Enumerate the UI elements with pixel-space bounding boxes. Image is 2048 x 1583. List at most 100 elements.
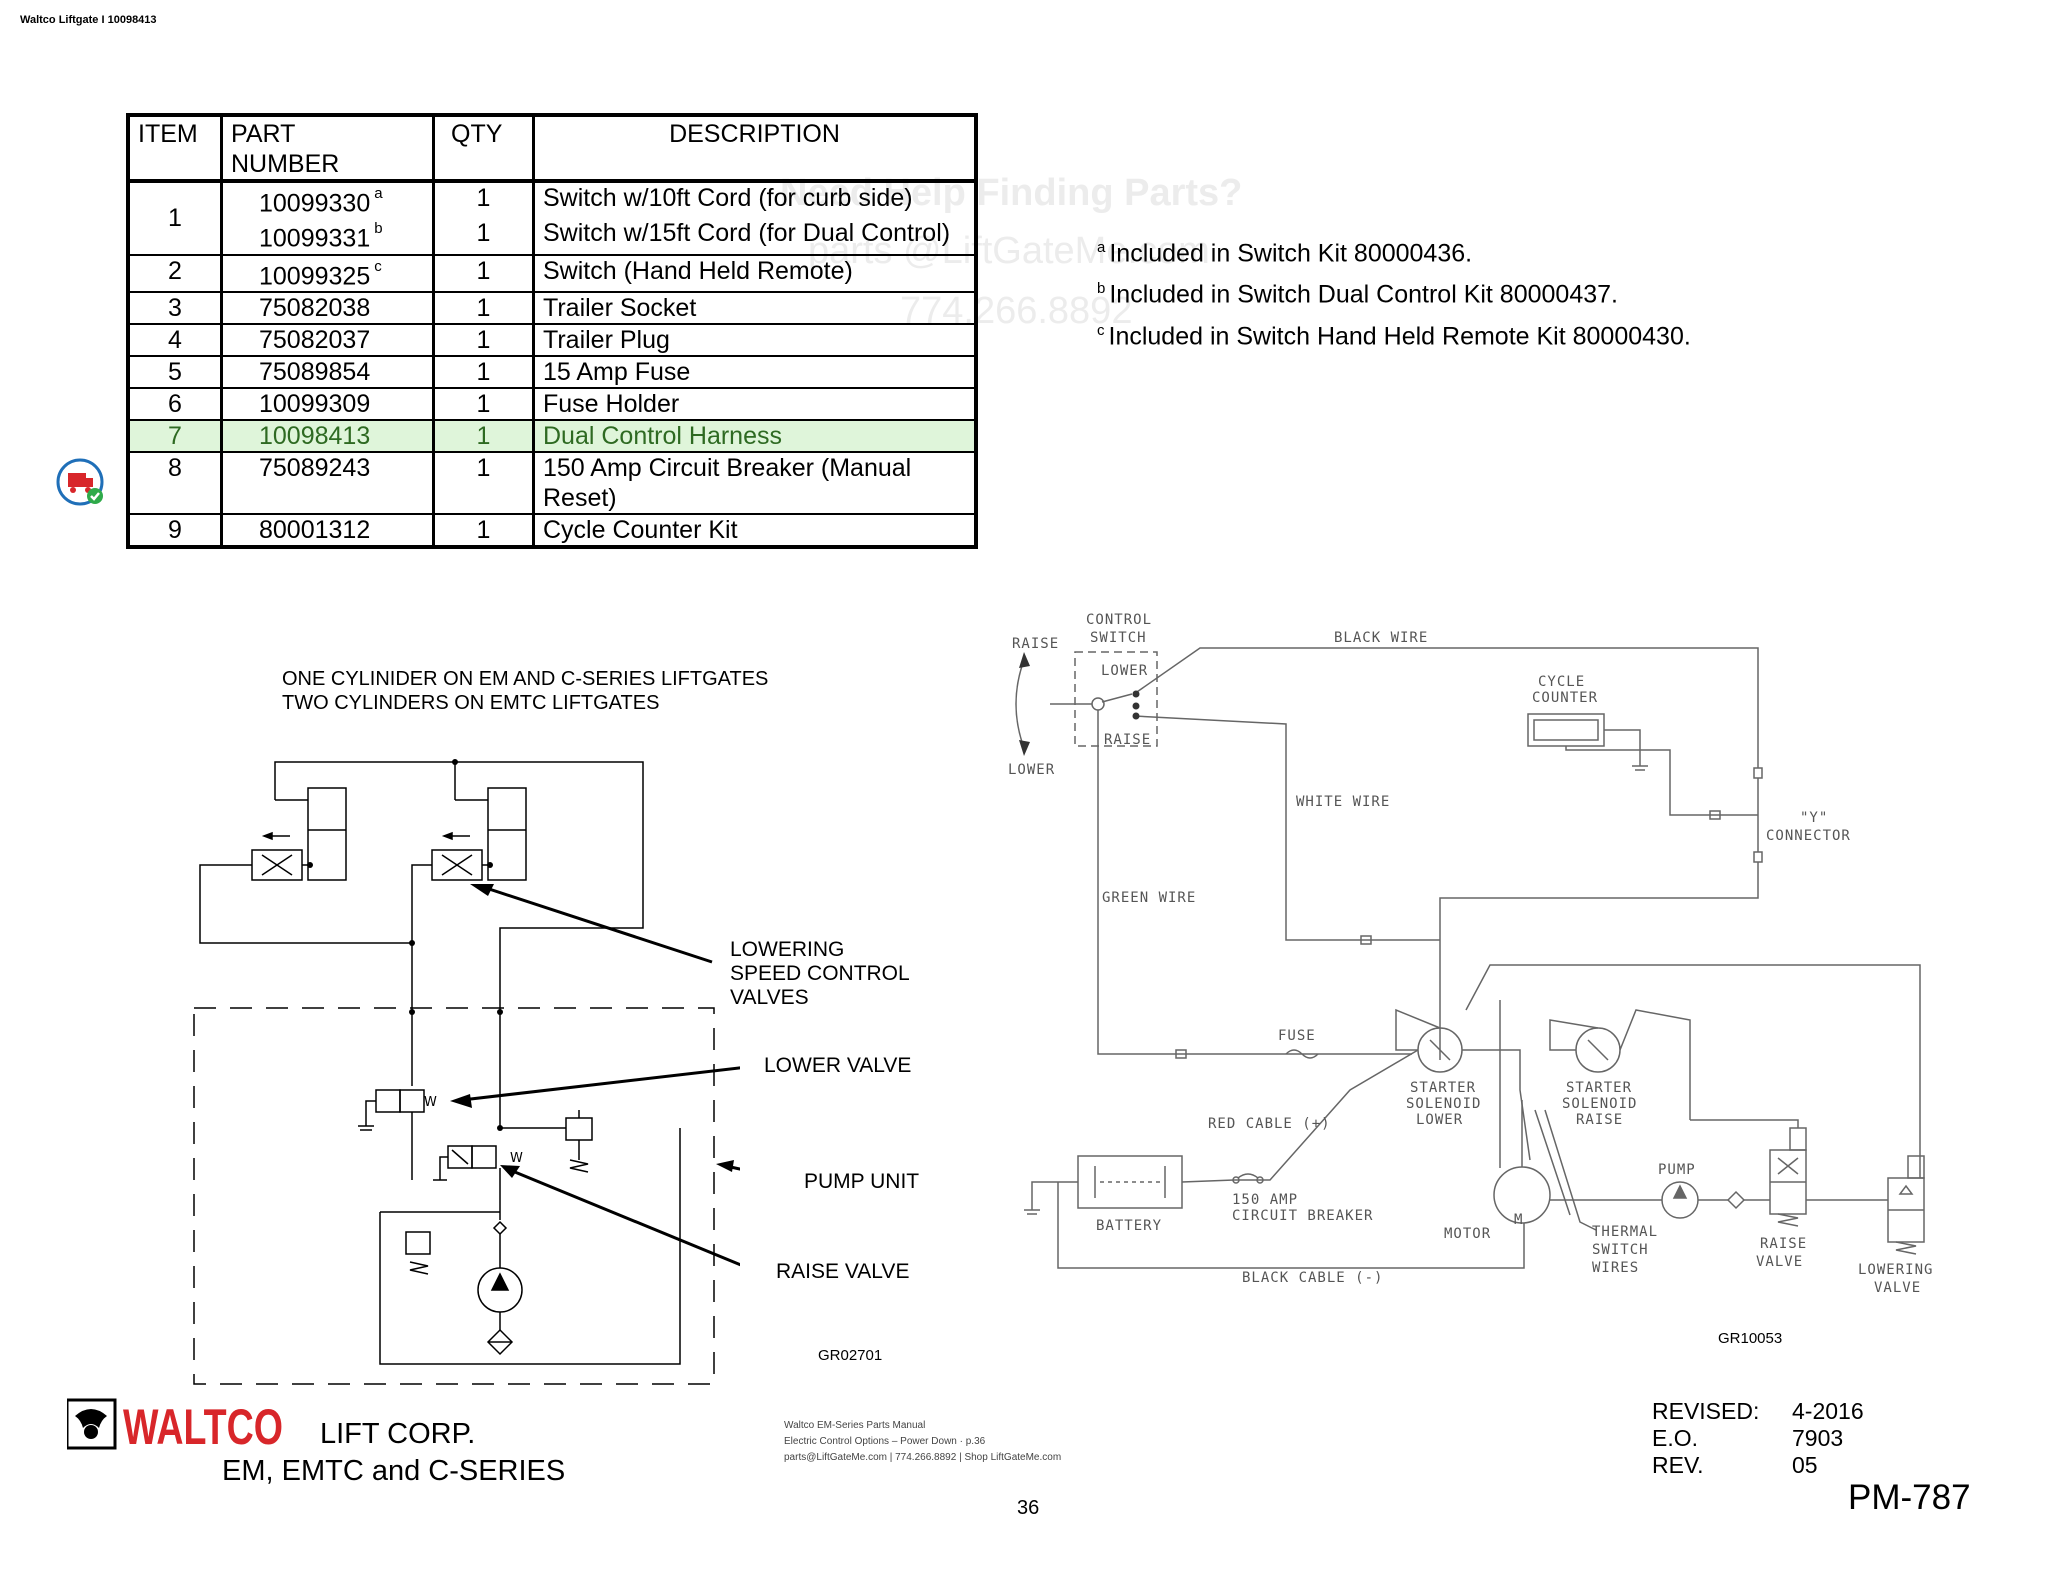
cell-qty: 1 xyxy=(432,291,535,325)
footnote-text: Included in Switch Dual Control Kit 8000… xyxy=(1109,280,1618,309)
cell-description: Switch w/10ft Cord (for curb side) xyxy=(532,181,978,219)
green-wire-label: GREEN WIRE xyxy=(1102,890,1196,906)
cell-item: 3 xyxy=(126,291,223,325)
wiring-lower: LOWER xyxy=(1008,762,1055,778)
table-header-row: ITEM PART NUMBER QTY DESCRIPTION xyxy=(126,115,978,183)
thermal-label-2: SWITCH xyxy=(1592,1242,1649,1258)
cycle-label-1: CYCLE xyxy=(1538,674,1585,690)
rev-label: REV. xyxy=(1652,1452,1704,1478)
cell-item: 8 xyxy=(126,451,223,515)
lowering-valve-label-2: VALVE xyxy=(1874,1280,1921,1296)
cell-qty: 1 xyxy=(432,419,535,453)
hydraulic-title: ONE CYLINIDER ON EM AND C-SERIES LIFTGAT… xyxy=(282,667,768,715)
control-label-1: CONTROL xyxy=(1086,612,1152,628)
control-label-2: SWITCH xyxy=(1090,630,1147,646)
header-item: ITEM xyxy=(126,115,223,183)
cell-qty: 1 xyxy=(432,387,535,421)
table-row-highlighted[interactable]: 7 10098413 1 Dual Control Harness xyxy=(126,419,978,453)
raise-valve-label-2: VALVE xyxy=(1756,1254,1803,1270)
lower-valve-label: LOWER VALVE xyxy=(764,1054,912,1077)
label-line: VALVES xyxy=(730,986,809,1009)
cell-description: 15 Amp Fuse xyxy=(532,355,978,389)
header-part-line2: NUMBER xyxy=(231,150,340,178)
document-header: Waltco Liftgate I 10098413 xyxy=(20,14,157,26)
cell-qty: 1 xyxy=(432,181,535,219)
control-switch-box xyxy=(1074,651,1158,747)
part-number: 10099325 xyxy=(259,261,371,290)
revision-block: REVISED:4-2016 E.O.7903 REV.05 xyxy=(1652,1398,1864,1479)
document-number: PM-787 xyxy=(1848,1478,1971,1517)
cell-description: 150 Amp Circuit Breaker (Manual Reset) xyxy=(532,451,978,515)
cell-part: 75082038 xyxy=(220,291,435,325)
ssr-label-1: STARTER xyxy=(1566,1080,1632,1096)
lower-valve-w: W xyxy=(424,1095,437,1110)
switch-lower: LOWER xyxy=(1101,663,1148,679)
ssl-label-1: STARTER xyxy=(1410,1080,1476,1096)
label-line: SPEED CONTROL xyxy=(730,962,910,985)
cell-qty: 1 xyxy=(432,451,535,515)
battery-box xyxy=(1077,1155,1183,1209)
raise-valve-w: W xyxy=(510,1151,523,1166)
table-row: 8 75089243 1 150 Amp Circuit Breaker (Ma… xyxy=(126,451,978,515)
revised-label: REVISED: xyxy=(1652,1398,1760,1424)
footnote-text: Included in Switch Kit 80000436. xyxy=(1109,239,1473,268)
brand-line1: LIFT CORP. xyxy=(320,1418,476,1450)
raise-valve-label-1: RAISE xyxy=(1760,1236,1807,1252)
note-mark: b xyxy=(374,220,383,238)
cycle-label-2: COUNTER xyxy=(1532,690,1598,706)
lowering-valve-label-1: LOWERING xyxy=(1858,1262,1933,1278)
pump-unit-label: PUMP UNIT xyxy=(804,1170,920,1193)
y-label-2: CONNECTOR xyxy=(1766,828,1851,844)
page-info: Waltco EM-Series Parts Manual Electric C… xyxy=(784,1418,1061,1466)
footnote-mark: b xyxy=(1097,280,1106,298)
battery-label: BATTERY xyxy=(1096,1218,1162,1234)
cart-check-icon[interactable] xyxy=(56,458,106,513)
cell-qty: 1 xyxy=(432,513,535,547)
header-part-line1: PART xyxy=(231,120,296,148)
brand-line2: EM, EMTC and C-SERIES xyxy=(222,1455,566,1487)
ssl-label-3: LOWER xyxy=(1416,1112,1463,1128)
cb-label-2: CIRCUIT BREAKER xyxy=(1232,1208,1373,1224)
cell-description: Trailer Plug xyxy=(532,323,978,357)
cycle-counter-box xyxy=(1527,713,1605,747)
motor-label: MOTOR xyxy=(1444,1226,1491,1242)
footnote-mark: c xyxy=(1097,321,1105,339)
cylinder-right xyxy=(487,787,527,881)
switch-raise: RAISE xyxy=(1104,732,1151,748)
cell-item: 4 xyxy=(126,323,223,357)
black-cable-label: BLACK CABLE (-) xyxy=(1242,1270,1383,1286)
cell-description: Switch w/15ft Cord (for Dual Control) xyxy=(532,218,978,256)
waltco-logo: WALTCO xyxy=(65,1398,287,1457)
page-number: 36 xyxy=(1017,1497,1040,1519)
cell-description: Cycle Counter Kit xyxy=(532,513,978,547)
rev-value: 05 xyxy=(1792,1452,1818,1478)
table-row: 6 10099309 1 Fuse Holder xyxy=(126,387,978,421)
cell-qty: 1 xyxy=(432,323,535,357)
table-row: 3 75082038 1 Trailer Socket xyxy=(126,291,978,325)
cell-item: 5 xyxy=(126,355,223,389)
cb-label-1: 150 AMP xyxy=(1232,1192,1298,1208)
thermal-label-1: THERMAL xyxy=(1592,1224,1658,1240)
cylinder-left xyxy=(307,787,347,881)
cell-item: 6 xyxy=(126,387,223,421)
parts-table: ITEM PART NUMBER QTY DESCRIPTION 1 10099… xyxy=(126,113,978,549)
cell-part: 75082037 xyxy=(220,323,435,357)
raise-valve-label: RAISE VALVE xyxy=(776,1260,910,1283)
ssr-label-3: RAISE xyxy=(1576,1112,1623,1128)
cell-description: Switch (Hand Held Remote) xyxy=(532,254,978,293)
cell-part: 75089243 xyxy=(220,451,435,515)
eo-value: 7903 xyxy=(1792,1425,1844,1451)
ssl-label-2: SOLENOID xyxy=(1406,1096,1481,1112)
footnote-text: Included in Switch Hand Held Remote Kit … xyxy=(1108,321,1691,350)
cell-item: 1 xyxy=(126,181,223,256)
y-label-1: "Y" xyxy=(1800,810,1828,826)
part-number: 10099330 xyxy=(259,189,371,218)
info-line3[interactable]: parts@LiftGateMe.com | 774.266.8892 | Sh… xyxy=(784,1452,1062,1463)
lowering-speed-label: LOWERING SPEED CONTROL VALVES xyxy=(730,938,910,1010)
cell-qty: 1 xyxy=(432,218,535,256)
cell-qty: 1 xyxy=(432,355,535,389)
wiring-drawing-number: GR10053 xyxy=(1718,1330,1783,1347)
hydraulic-drawing-number: GR02701 xyxy=(818,1347,883,1364)
